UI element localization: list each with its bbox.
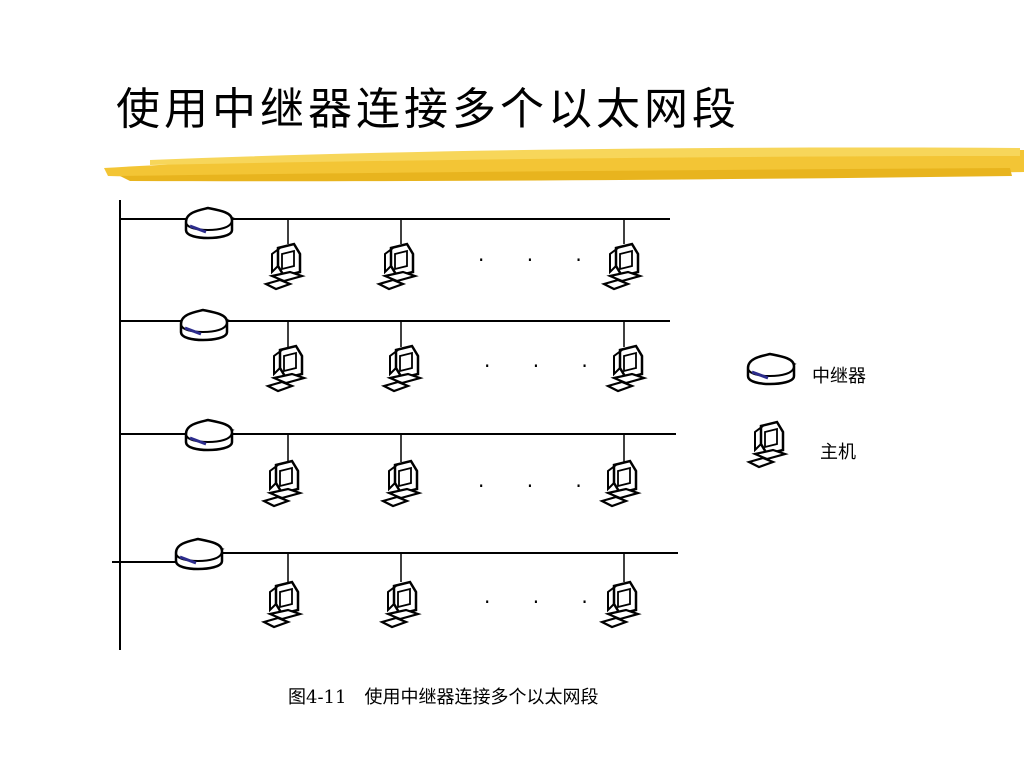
computer-icon bbox=[600, 459, 640, 508]
computer-icon bbox=[606, 344, 646, 393]
figure-number: 图4-11 bbox=[288, 687, 347, 708]
legend-repeater-icon bbox=[746, 352, 796, 386]
segment-ellipsis: · · · bbox=[484, 354, 606, 378]
repeater-icon bbox=[184, 418, 234, 452]
title-underline-brush bbox=[104, 147, 1024, 182]
repeater-icon bbox=[174, 537, 224, 571]
repeater-icon bbox=[179, 308, 229, 342]
legend-computer-icon bbox=[747, 420, 787, 469]
computer-icon bbox=[262, 580, 302, 629]
computer-icon bbox=[600, 580, 640, 629]
legend-repeater-label: 中继器 bbox=[812, 366, 866, 387]
computer-icon bbox=[262, 459, 302, 508]
segment-ellipsis: · · · bbox=[478, 248, 600, 272]
repeater-icon bbox=[184, 206, 234, 240]
figure-caption: 图4-11 使用中继器连接多个以太网段 bbox=[288, 683, 598, 709]
computer-icon bbox=[377, 242, 417, 291]
segment-ellipsis: · · · bbox=[478, 474, 600, 498]
computer-icon bbox=[602, 242, 642, 291]
slide-title: 使用中继器连接多个以太网段 bbox=[116, 84, 740, 135]
legend-host-label: 主机 bbox=[820, 442, 856, 463]
computer-icon bbox=[382, 344, 422, 393]
segment-ellipsis: · · · bbox=[484, 590, 606, 614]
figure-title: 使用中继器连接多个以太网段 bbox=[364, 687, 599, 708]
computer-icon bbox=[264, 242, 304, 291]
computer-icon bbox=[381, 459, 421, 508]
computer-icon bbox=[380, 580, 420, 629]
computer-icon bbox=[266, 344, 306, 393]
